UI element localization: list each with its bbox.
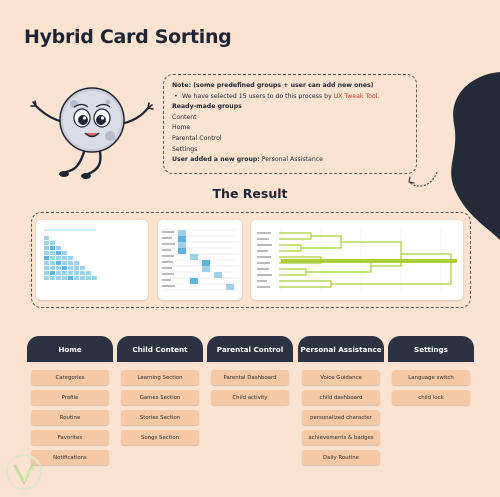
dark-blob-decoration — [451, 72, 500, 240]
result-title: The Result — [212, 186, 288, 201]
card-learning-section[interactable]: Learning Section — [121, 370, 199, 385]
card-stories-section[interactable]: Stories Section — [121, 410, 199, 425]
note-box: Note: (some predefined groups + user can… — [163, 74, 417, 174]
card-child-dashboard[interactable]: child dashboard — [302, 390, 380, 405]
card-songs-section[interactable]: Songs Section — [121, 430, 199, 445]
card-daily-routine[interactable]: Daily Routine — [302, 450, 380, 465]
card-notifications[interactable]: Notifications — [31, 450, 109, 465]
card-profile[interactable]: Profile — [31, 390, 109, 405]
user-added-group: User added a new group: Personal Assista… — [172, 155, 408, 166]
column-parental-control: Parental Control Parental Dashboard Chil… — [207, 336, 293, 405]
column-child-content: Child Content Learning Section Games Sec… — [117, 336, 203, 445]
results-table-graphic — [162, 229, 238, 291]
column-personal-assistance: Personal Assistance Voice Guidance child… — [298, 336, 384, 465]
column-header-child-content: Child Content — [117, 336, 203, 362]
card-voice-guidance[interactable]: Voice Guidance — [302, 370, 380, 385]
group-settings: Settings — [172, 145, 198, 153]
note-bullet-text: We have selected 15 users to do this pro… — [182, 92, 334, 100]
column-header-parental-control: Parental Control — [207, 336, 293, 362]
user-added-label: User added a new group: — [172, 156, 260, 164]
column-settings: Settings Language switch child lock — [388, 336, 474, 405]
card-routine[interactable]: Routine — [31, 410, 109, 425]
results-table-image — [158, 220, 242, 300]
dendrogram-image — [251, 220, 463, 300]
column-header-personal-assistance: Personal Assistance — [298, 336, 384, 362]
moon-mascot-icon — [30, 87, 154, 179]
note-line: Note: (some predefined groups + user can… — [172, 82, 374, 89]
ux-tweak-link[interactable]: UX Tweak Tool. — [333, 92, 380, 100]
similarity-matrix-graphic — [44, 229, 97, 280]
card-achievements-badges[interactable]: achievements & badges — [302, 430, 380, 445]
group-home: Home — [172, 124, 191, 132]
card-child-lock[interactable]: child lock — [392, 390, 470, 405]
card-favorites[interactable]: Favorites — [31, 430, 109, 445]
user-added-value: Personal Assistance — [261, 156, 323, 164]
group-parental-control: Parental Control — [172, 134, 222, 142]
page-title: Hybrid Card Sorting — [24, 26, 232, 48]
column-header-settings: Settings — [388, 336, 474, 362]
card-games-section[interactable]: Games Section — [121, 390, 199, 405]
card-language-switch[interactable]: Language switch — [392, 370, 470, 385]
note-bullet: We have selected 15 users to do this pro… — [172, 92, 408, 103]
result-box — [31, 212, 471, 308]
leaf-logo-icon — [6, 454, 42, 490]
card-categories[interactable]: Categories — [31, 370, 109, 385]
dendrogram-graphic — [257, 226, 457, 294]
column-header-home: Home — [27, 336, 113, 362]
similarity-matrix-image — [36, 220, 148, 300]
column-home: Home Categories Profile Routine Favorite… — [27, 336, 113, 465]
card-parental-dashboard[interactable]: Parental Dashboard — [211, 370, 289, 385]
curved-arrow-icon — [408, 171, 438, 187]
group-content: Content — [172, 113, 197, 121]
groups-heading: Ready-made groups — [172, 103, 242, 111]
card-personalized-character[interactable]: personalized character — [302, 410, 380, 425]
card-child-activity[interactable]: Child activity — [211, 390, 289, 405]
